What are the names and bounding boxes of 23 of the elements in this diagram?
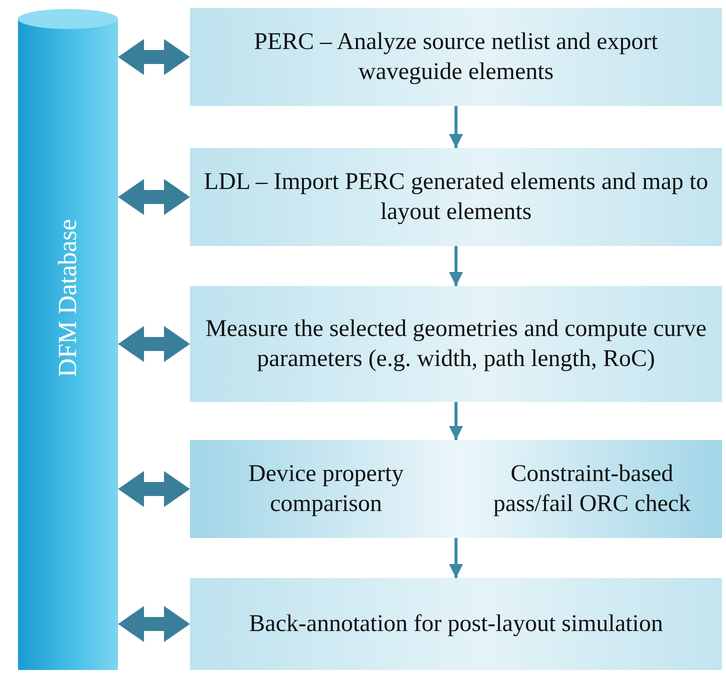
box-text: Measure the selected geometries and compute curve parameters (e.g. width, path length, RoC) bbox=[204, 315, 708, 374]
process-row bbox=[190, 440, 722, 538]
process-box bbox=[462, 440, 722, 538]
box-text: LDL – Import PERC generated elements and map to layout elements bbox=[202, 168, 710, 227]
process-box bbox=[190, 578, 722, 670]
double-arrow bbox=[118, 179, 190, 215]
box-text: Back-annotation for post-layout simulation bbox=[248, 610, 664, 639]
double-arrow bbox=[118, 471, 190, 507]
arrow bbox=[449, 538, 463, 578]
process-box bbox=[190, 8, 722, 106]
vertical-label: DFM Database bbox=[53, 218, 83, 378]
arrow bbox=[449, 246, 463, 286]
box-text: Constraint-based pass/fail ORC check bbox=[492, 460, 692, 519]
process-box bbox=[190, 148, 722, 246]
arrow bbox=[449, 106, 463, 148]
box-text: PERC – Analyze source netlist and export waveguide elements bbox=[253, 28, 659, 87]
process-box bbox=[190, 440, 462, 538]
box-text: Device property comparison bbox=[247, 460, 405, 519]
double-arrow bbox=[118, 39, 190, 75]
arrow bbox=[449, 402, 463, 440]
process-box bbox=[190, 286, 722, 402]
double-arrow bbox=[118, 606, 190, 642]
double-arrow bbox=[118, 326, 190, 362]
